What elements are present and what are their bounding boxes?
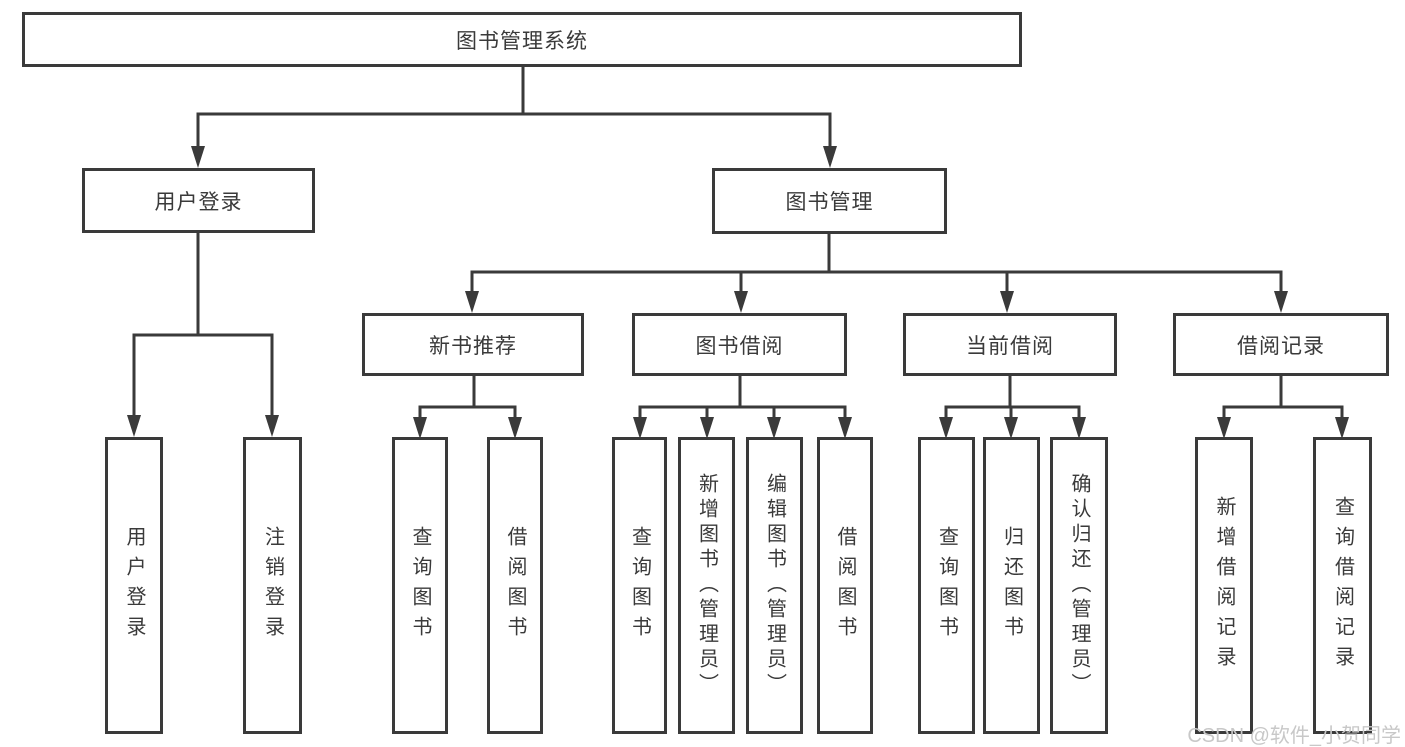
node-label: 查询图书 xyxy=(409,525,431,646)
leaf-edit-books-admin: 编辑图书（管理员） xyxy=(746,437,803,734)
node-label: 借阅图书 xyxy=(504,525,526,646)
node-book-borrow: 图书借阅 xyxy=(632,313,847,376)
leaf-user-login: 用户登录 xyxy=(105,437,163,734)
node-label: 借阅图书 xyxy=(834,525,856,646)
node-label: 用户登录 xyxy=(123,525,145,646)
node-label: 新增借阅记录 xyxy=(1213,495,1235,676)
leaf-borrow-books-1: 借阅图书 xyxy=(487,437,543,734)
node-label: 用户登录 xyxy=(154,190,243,214)
leaf-add-books-admin: 新增图书（管理员） xyxy=(678,437,735,734)
node-label: 图书管理 xyxy=(785,191,874,214)
node-label: 图书管理系统 xyxy=(456,29,588,53)
node-borrow-record: 借阅记录 xyxy=(1173,313,1389,376)
leaf-query-books-1: 查询图书 xyxy=(392,437,448,734)
leaf-query-books-2: 查询图书 xyxy=(612,437,667,734)
node-label: 查询图书 xyxy=(935,525,958,646)
node-library-management-system: 图书管理系统 xyxy=(22,12,1022,67)
node-new-book-recommend: 新书推荐 xyxy=(362,313,584,376)
node-label: 新书推荐 xyxy=(429,334,517,358)
leaf-return-books: 归还图书 xyxy=(983,437,1040,734)
node-user-login: 用户登录 xyxy=(82,168,315,233)
node-current-borrow: 当前借阅 xyxy=(903,313,1117,376)
node-book-management: 图书管理 xyxy=(712,168,947,234)
node-label: 注销登录 xyxy=(261,525,284,646)
leaf-query-books-3: 查询图书 xyxy=(918,437,975,734)
leaf-confirm-return-admin: 确认归还（管理员） xyxy=(1050,437,1108,734)
node-label: 当前借阅 xyxy=(966,334,1054,358)
leaf-logout: 注销登录 xyxy=(243,437,302,734)
leaf-add-borrow-record: 新增借阅记录 xyxy=(1195,437,1253,734)
node-label: 编辑图书（管理员） xyxy=(763,473,786,698)
node-label: 图书借阅 xyxy=(695,334,784,358)
node-label: 查询图书 xyxy=(628,525,651,646)
csdn-watermark: CSDN @软件_小贺同学 xyxy=(1187,725,1401,747)
leaf-query-borrow-record: 查询借阅记录 xyxy=(1313,437,1372,734)
node-label: 查询借阅记录 xyxy=(1331,495,1354,676)
node-label: 新增图书（管理员） xyxy=(695,473,718,698)
node-label: 确认归还（管理员） xyxy=(1068,473,1090,698)
leaf-borrow-books-2: 借阅图书 xyxy=(817,437,873,734)
node-label: 借阅记录 xyxy=(1237,334,1325,358)
node-label: 归还图书 xyxy=(1000,525,1023,646)
